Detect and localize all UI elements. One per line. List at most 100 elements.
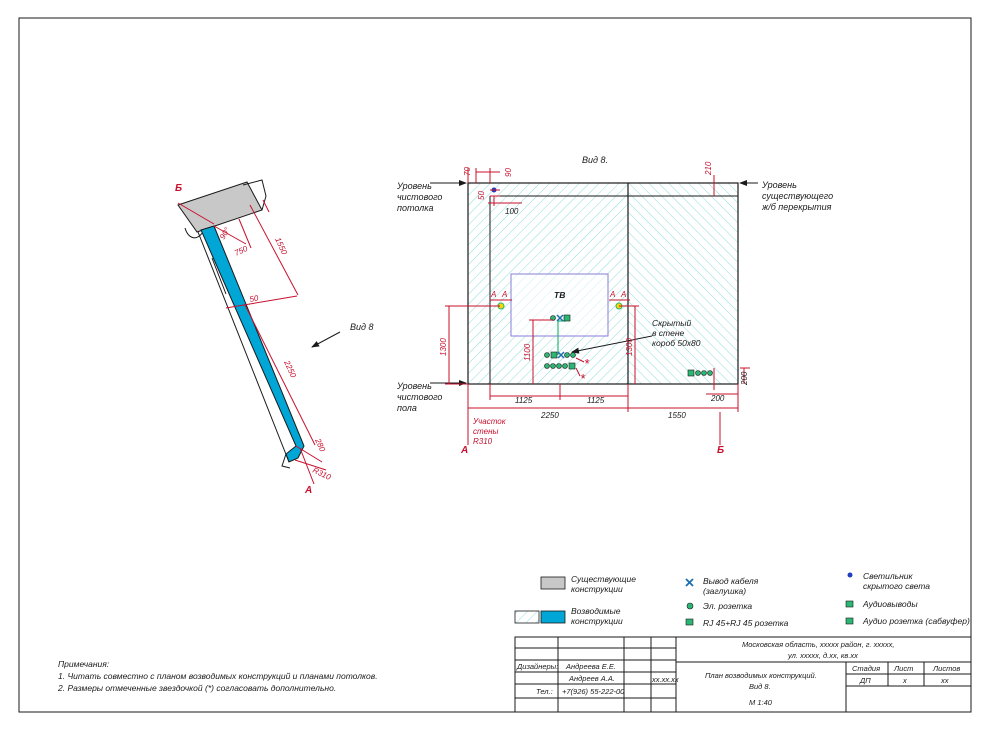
wall-devices-row2 — [544, 362, 576, 370]
floor-level-1: Уровень — [396, 381, 432, 391]
tb-phone: +7(926) 55-222-00 — [562, 687, 625, 696]
wall-section-3: R310 — [473, 437, 493, 446]
mark-a-2: А — [501, 290, 507, 299]
plan-dim-50: 50 — [249, 293, 260, 304]
tb-scale: М 1:40 — [749, 698, 773, 707]
wall-hatch-right — [628, 183, 738, 384]
existing-slab — [177, 181, 263, 233]
tb-address2: ул. ххххх, д.хх, кв.хх — [787, 651, 858, 660]
legend-light-1: Светильник — [863, 571, 913, 581]
floor-level-3: пола — [397, 403, 417, 413]
legend-light-icon — [847, 572, 853, 578]
tv-label: ТВ — [554, 290, 565, 300]
mark-a-3: А — [609, 290, 615, 299]
slab-level-3: ж/б перекрытия — [761, 202, 832, 212]
tb-stage-label: Стадия — [852, 664, 880, 673]
legend-new-hatch-swatch — [514, 610, 540, 624]
legend-existing-swatch — [540, 576, 566, 590]
dim-90: 90 — [504, 168, 513, 177]
dim-210: 210 — [704, 161, 713, 176]
plan-view: 90° 750 1550 50 2250 280 R310 Б А Вид 8 — [175, 179, 374, 496]
legend-new-2: конструкции — [571, 616, 623, 626]
tb-designer1: Андреева Е.Е. — [565, 662, 616, 671]
tb-sheet: х — [902, 676, 907, 685]
sheet-frame — [18, 17, 972, 713]
legend-existing-2: конструкции — [571, 584, 623, 594]
wall-outline — [467, 182, 739, 385]
legend-audio-socket-icon — [845, 617, 854, 625]
plan-dim-750: 750 — [233, 244, 249, 258]
plan-section-mark-a: А — [304, 485, 312, 496]
mark-a-1: А — [490, 290, 496, 299]
tb-drawing-title1: План возводимых конструкций. — [705, 671, 817, 680]
dim-200-v: 200 — [740, 371, 749, 386]
tb-drawing-title2: Вид 8. — [749, 682, 771, 691]
dim-1125-a: 1125 — [515, 396, 533, 405]
legend-new-blue-swatch — [540, 610, 566, 624]
hidden-box-label-3: короб 50х80 — [652, 338, 701, 348]
notes: Примечания: 1. Читать совместно с планом… — [57, 659, 378, 693]
legend: Существующие конструкции Возводимые конс… — [514, 571, 970, 628]
hidden-box-label-2: в стене — [652, 328, 685, 338]
asterisk-1: * — [584, 356, 590, 371]
section-mark-b: Б — [717, 445, 724, 456]
view-title: Вид 8. — [582, 155, 608, 165]
title-block — [514, 636, 972, 713]
legend-rj45: RJ 45+RJ 45 розетка — [703, 618, 789, 628]
legend-audio-out: Аудиовыводы — [862, 599, 918, 609]
legend-cable-2: (заглушка) — [703, 586, 746, 596]
tv-frame — [510, 273, 609, 337]
right-devices — [687, 369, 713, 377]
legend-socket-icon — [686, 602, 694, 610]
asterisk-2: * — [580, 371, 586, 386]
floor-level-2: чистового — [397, 392, 442, 402]
plan-section-mark-b: Б — [175, 183, 182, 194]
tb-designer2: Андреев А.А. — [568, 674, 615, 683]
tb-address1: Московская область, ххххх район, г. хххх… — [742, 640, 894, 649]
ceiling-level-1: Уровень — [396, 181, 432, 191]
legend-cable-1: Вывод кабеля — [703, 576, 759, 586]
new-construction-wall — [200, 225, 305, 463]
dim-50: 50 — [477, 191, 486, 200]
dim-2250: 2250 — [540, 411, 559, 420]
slab-level-2: существующего — [762, 191, 833, 201]
legend-new-1: Возводимые — [571, 606, 621, 616]
dim-1300-left: 1300 — [439, 338, 448, 356]
note-1: 1. Читать совместно с планом возводимых … — [58, 671, 378, 681]
legend-audio-socket: Аудио розетка (сабвуфер) — [862, 616, 970, 626]
legend-rj45-icon — [685, 618, 694, 626]
wall-section-2: стены — [473, 427, 499, 436]
dim-1550: 1550 — [668, 411, 686, 420]
legend-audio-out-icon — [845, 600, 854, 608]
tb-phone-label: Тел.: — [536, 687, 553, 696]
elevation-view: Вид 8. ТВ — [396, 155, 833, 456]
tb-sheets: хх — [940, 676, 949, 685]
ceiling-level-3: потолка — [397, 203, 434, 213]
section-mark-a: А — [460, 445, 468, 456]
dim-1125-b: 1125 — [587, 396, 605, 405]
plan-dim-90deg: 90° — [218, 225, 232, 241]
ceiling-level-2: чистового — [397, 192, 442, 202]
dim-1100: 1100 — [523, 343, 532, 361]
legend-socket: Эл. розетка — [703, 601, 752, 611]
view-arrow — [311, 331, 341, 348]
wall-section-1: Участок — [472, 417, 507, 426]
dim-70: 70 — [463, 167, 472, 176]
tb-stage: ДП — [859, 676, 871, 685]
dim-1300-right: 1300 — [625, 338, 634, 356]
hidden-box-label-1: Скрытый — [652, 318, 691, 328]
notes-title: Примечания: — [58, 659, 110, 669]
plan-dim-r310: R310 — [311, 466, 333, 482]
dim-100: 100 — [505, 207, 519, 216]
view-arrow-label: Вид 8 — [350, 322, 374, 332]
tb-designers-label: Дизайнеры: — [516, 662, 558, 671]
mark-a-4: А — [620, 290, 626, 299]
plan-dim-2250: 2250 — [282, 358, 298, 379]
dim-200-h: 200 — [710, 394, 725, 403]
legend-light-2: скрытого света — [863, 581, 930, 591]
tb-sheet-label: Лист — [893, 664, 913, 673]
note-2: 2. Размеры отмеченные звездочкой (*) сог… — [57, 683, 336, 693]
tb-date: хх.хх.хх — [651, 675, 679, 684]
legend-cable-icon — [685, 578, 694, 587]
tb-sheets-label: Листов — [932, 664, 960, 673]
